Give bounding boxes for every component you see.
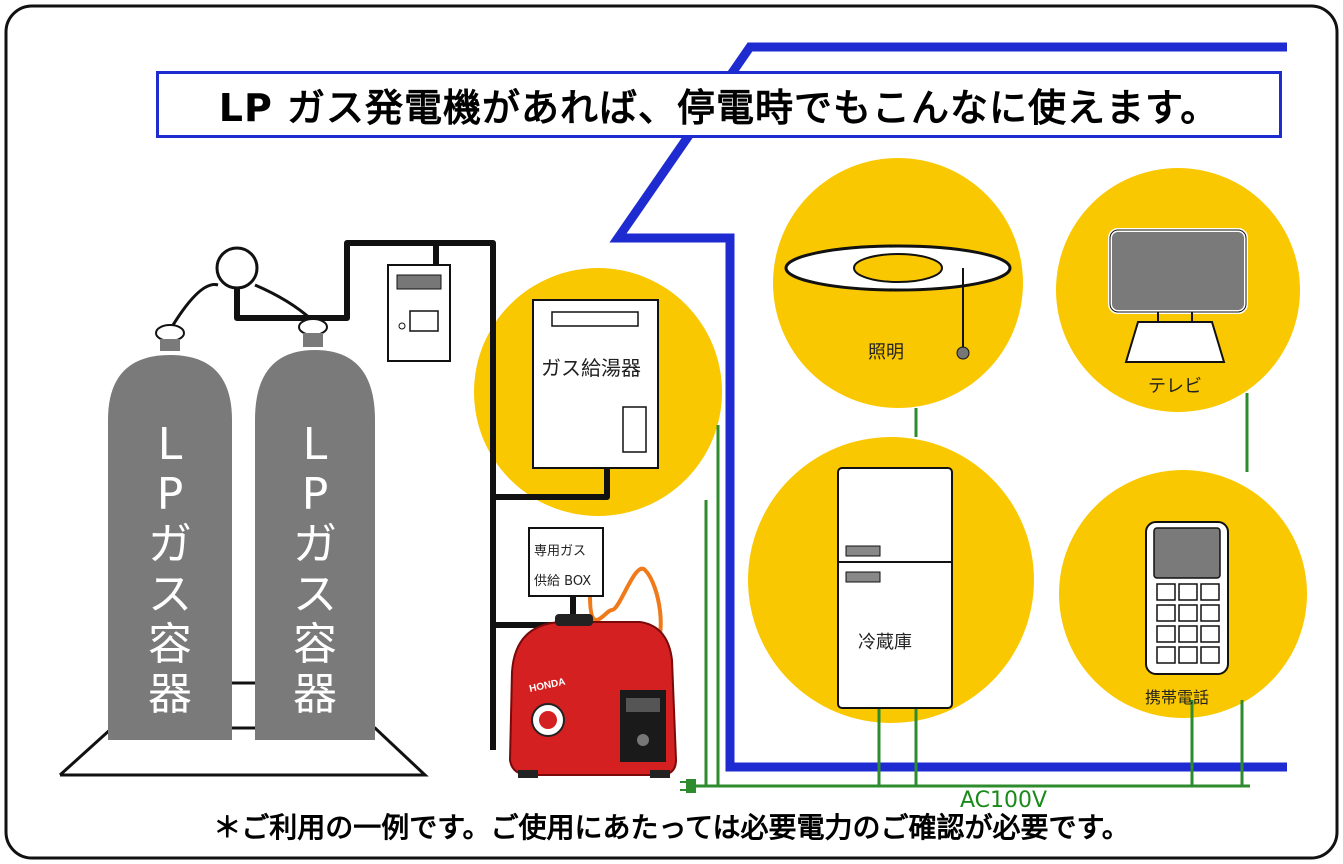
meter-icon <box>387 264 451 362</box>
lp-tank-1 <box>108 324 232 740</box>
phone-icon <box>1145 521 1229 675</box>
water-heater-label: ガス給湯器 <box>541 356 641 380</box>
house-outline <box>609 42 1287 772</box>
fridge-label: 冷蔵庫 <box>858 632 912 653</box>
gas-box-label-line1: 専用ガス <box>534 544 587 559</box>
water-heater-icon <box>532 299 659 469</box>
tv-label: テレビ <box>1148 376 1202 397</box>
fridge-icon <box>837 467 953 709</box>
gas-box-label-line2: 供給 BOX <box>534 574 592 589</box>
tank-1-label-char: L <box>157 419 183 470</box>
power-label: AC100V <box>960 788 1048 813</box>
tank-1-label: L P ガ ス 容 器 <box>140 420 200 720</box>
tank-2-label-char: L <box>302 419 328 470</box>
regulator-icon <box>215 246 259 290</box>
tank-2-label-char: ガ <box>293 519 337 570</box>
regulator-lines <box>168 283 314 331</box>
tank-1-label-char: ス <box>148 569 192 620</box>
tank-1-label-char: ガ <box>148 519 192 570</box>
power-wires <box>690 393 1250 788</box>
light-label: 照明 <box>868 342 904 363</box>
light-icon <box>784 244 1012 360</box>
generator-icon: HONDA <box>508 614 678 778</box>
tank-1-label-char: 器 <box>148 669 192 720</box>
phone-label: 携帯電話 <box>1145 688 1210 707</box>
gas-pipes <box>234 240 610 750</box>
tank-1-label-char: P <box>156 469 184 520</box>
tank-1-label-char: 容 <box>148 619 192 670</box>
tank-2-label: L P ガ ス 容 器 <box>285 420 345 720</box>
tv-icon <box>1108 228 1248 363</box>
tank-2-label-char: 容 <box>293 619 337 670</box>
footnote: ＊ご利用の一例です。ご使用にあたっては必要電力のご確認が必要です。 <box>213 811 1130 844</box>
gas-supply-box <box>528 527 604 597</box>
plug-icon <box>680 779 696 793</box>
page-title: LP ガス発電機があれば、停電時でもこんなに使えます。 <box>156 71 1282 138</box>
tank-2-label-char: ス <box>293 569 337 620</box>
tank-2-label-char: 器 <box>293 669 337 720</box>
tank-2-label-char: P <box>301 469 329 520</box>
lp-tank-2 <box>255 318 375 740</box>
